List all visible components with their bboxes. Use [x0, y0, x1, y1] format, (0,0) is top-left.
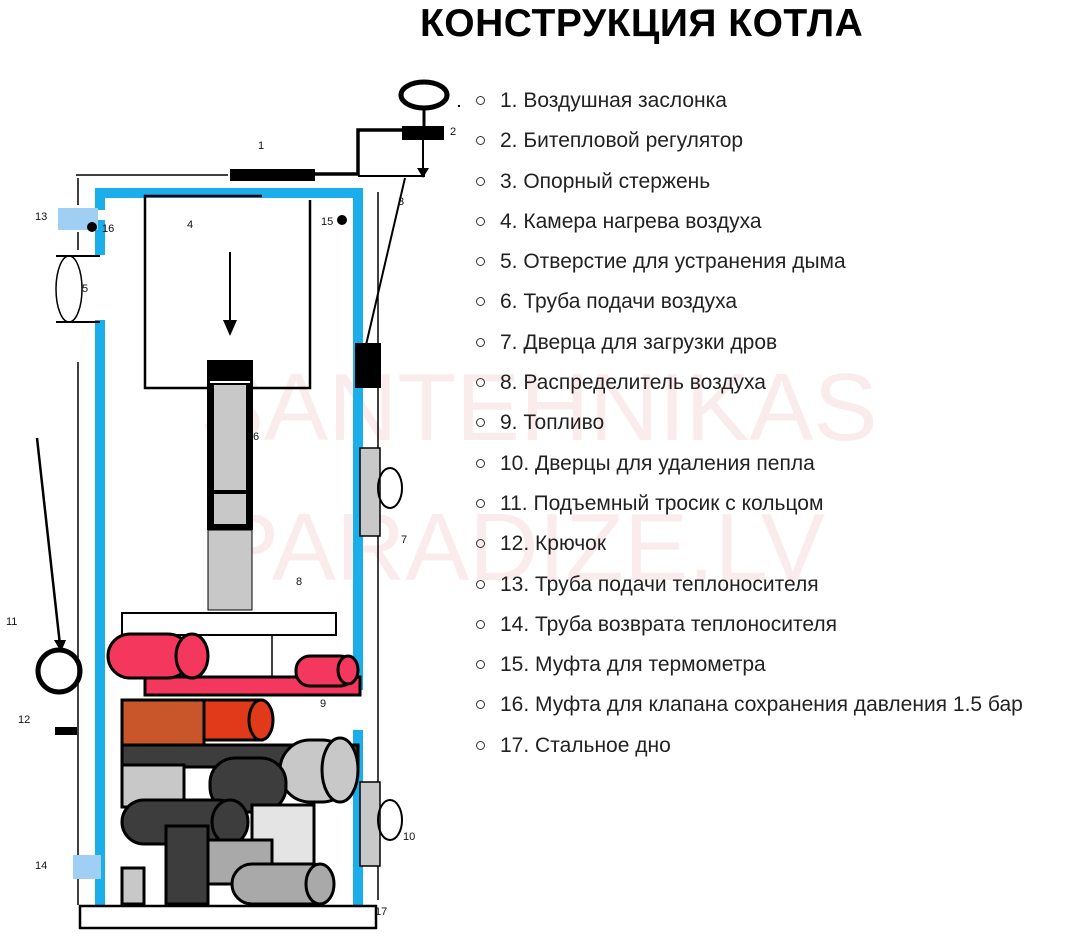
label-8: 8 [296, 576, 302, 588]
bullet-icon [476, 498, 485, 508]
hook [55, 727, 77, 735]
bullet-icon [476, 136, 485, 146]
legend-item: 3. Опорный стержень [474, 167, 1023, 207]
legend-item-text: 13. Труба подачи теплоносителя [500, 572, 819, 596]
bullet-icon [476, 418, 485, 428]
label-6: 6 [253, 431, 259, 443]
legend-item: 8. Распределитель воздуха [474, 368, 1023, 408]
air-distributor [121, 612, 337, 680]
ash-door [359, 781, 403, 867]
legend-item: 10. Дверцы для удаления пепла [474, 449, 1023, 489]
legend-item: 2. Битепловой регулятор [474, 126, 1023, 166]
air-heating-chamber [143, 194, 312, 390]
fuel-pile [106, 632, 362, 906]
label-10: 10 [403, 831, 415, 843]
legend-item: 11. Подъемный тросик с кольцом [474, 489, 1023, 529]
legend-item: 14. Труба возврата теплоносителя [474, 610, 1023, 650]
bullet-icon [476, 216, 485, 226]
legend-item: 16. Муфта для клапана сохранения давлени… [474, 690, 1023, 730]
label-9: 9 [320, 698, 326, 710]
legend-item-text: 8. Распределитель воздуха [500, 371, 766, 395]
legend-item-text: 11. Подъемный тросик с кольцом [500, 491, 824, 515]
label-16: 16 [102, 223, 114, 235]
label-15: 15 [321, 216, 333, 228]
legend-item-text: 17. Стальное дно [500, 733, 671, 757]
legend-item: 13. Труба подачи теплоносителя [474, 570, 1023, 610]
legend-item-text: 1. Воздушная заслонка [500, 89, 727, 112]
bullet-icon [476, 297, 485, 307]
thermal-regulator [315, 79, 460, 178]
legend-item: 12. Крючок [474, 529, 1023, 569]
bullet-icon [476, 257, 485, 267]
label-4: 4 [187, 219, 193, 231]
legend-item-text: 3. Опорный стержень [500, 169, 711, 193]
label-17: 17 [375, 906, 387, 918]
bullet-icon [476, 378, 485, 388]
label-13: 13 [35, 211, 47, 223]
legend-item: 6. Труба подачи воздуха [474, 287, 1023, 327]
bullet-icon [476, 619, 485, 629]
air-supply-pipe [207, 360, 253, 611]
bullet-icon [476, 740, 485, 750]
legend-item-text: 4. Камера нагрева воздуха [500, 209, 762, 233]
label-11: 11 [6, 616, 17, 628]
label-12: 12 [18, 714, 30, 726]
label-3: 3 [398, 196, 404, 208]
legend-item: 1. Воздушная заслонка [474, 86, 1023, 126]
loading-door [359, 447, 403, 537]
legend-item: 5. Отверстие для устранения дыма [474, 247, 1023, 287]
water-jacket [95, 188, 363, 910]
air-damper [230, 169, 315, 181]
return-pipe [73, 855, 101, 879]
watermark-line-1: SANTEHNIKAS [200, 354, 877, 461]
legend-item-text: 7. Дверца для загрузки дров [500, 330, 778, 354]
bullet-icon [476, 579, 485, 589]
legend-item-text: 16. Муфта для клапана сохранения давлени… [500, 693, 1023, 717]
bullet-icon [476, 458, 485, 468]
legend-item-text: 15. Муфта для термометра [500, 653, 766, 677]
bullet-icon [476, 176, 485, 186]
legend-list: 1. Воздушная заслонка 2. Битепловой регу… [474, 86, 1023, 771]
legend-item-text: 10. Дверцы для удаления пепла [500, 451, 815, 475]
bullet-icon [476, 337, 485, 347]
lifting-cable [35, 437, 83, 695]
pressure-valve-socket [87, 222, 97, 232]
label-5: 5 [82, 283, 88, 295]
legend-item-text: 6. Труба подачи воздуха [500, 290, 738, 314]
bullet-icon [476, 96, 485, 105]
steel-bottom [78, 904, 378, 930]
label-1: 1 [258, 140, 264, 152]
bullet-icon [476, 700, 485, 710]
page-title: КОНСТРУКЦИЯ КОТЛА [420, 2, 864, 45]
label-14: 14 [35, 860, 47, 872]
bullet-icon [476, 539, 485, 549]
label-7: 7 [401, 534, 407, 546]
smoke-hole [55, 255, 100, 323]
support-rod [365, 177, 406, 346]
legend-item: 7. Дверца для загрузки дров [474, 328, 1023, 368]
thermometer-socket [337, 215, 347, 225]
watermark-line-2: PARADIZE.LV [215, 494, 825, 601]
bullet-icon [476, 660, 485, 670]
legend-item-text: 2. Битепловой регулятор [500, 129, 744, 153]
legend-item-text: 9. Топливо [500, 411, 605, 435]
legend-item: 9. Топливо [474, 408, 1023, 448]
legend-item-text: 5. Отверстие для устранения дыма [500, 250, 846, 274]
legend-item-text: 14. Труба возврата теплоносителя [500, 612, 837, 636]
rod-block [355, 343, 381, 388]
legend-item: 15. Муфта для термометра [474, 650, 1023, 690]
legend-item: 4. Камера нагрева воздуха [474, 207, 1023, 247]
label-2: 2 [450, 126, 456, 138]
legend-item: 17. Стальное дно [474, 731, 1023, 771]
legend-item-text: 12. Крючок [500, 532, 607, 556]
